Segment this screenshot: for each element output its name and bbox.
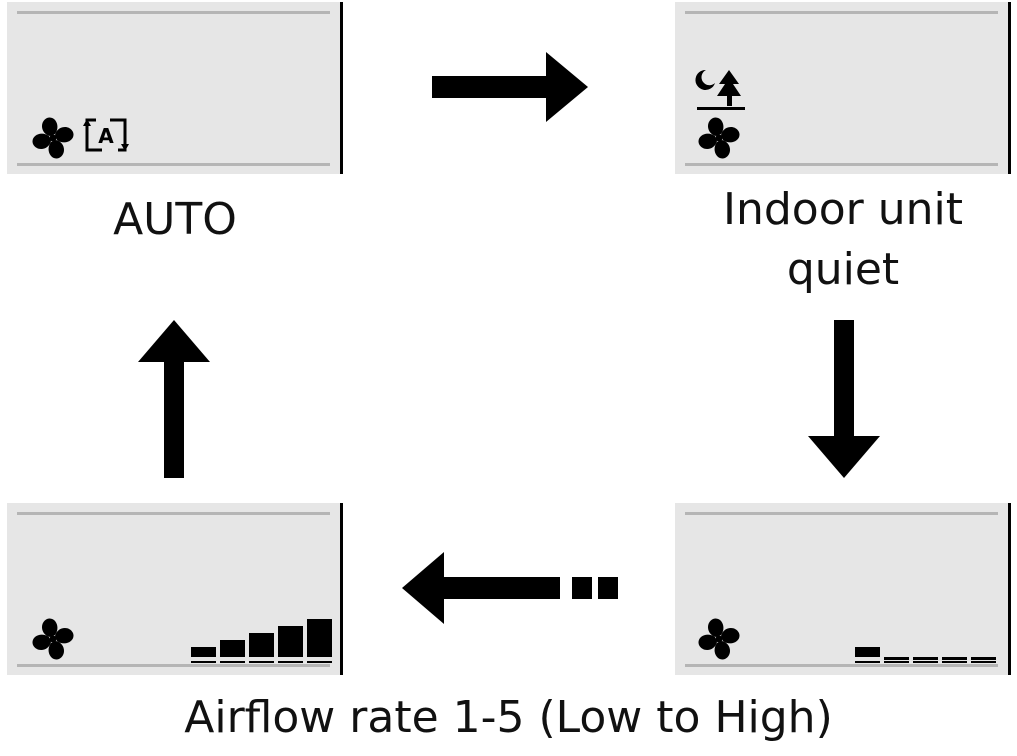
airflow-high-bar-filled — [278, 626, 303, 657]
quiet-mode-panel — [675, 2, 1011, 174]
airflow-high-bar-baseline — [220, 661, 245, 663]
panel-bottom-line — [17, 664, 330, 667]
panel-bottom-line — [17, 163, 330, 166]
airflow-low-bar-empty — [971, 657, 996, 660]
airflow-high-bar-baseline — [278, 661, 303, 663]
airflow-low-bar-empty — [942, 657, 967, 660]
panel-bottom-line — [685, 163, 998, 166]
airflow-low-bar-empty — [884, 657, 909, 660]
down-arrow-icon — [808, 320, 880, 478]
airflow-low-bar-baseline — [942, 661, 967, 663]
airflow-low-bar-filled — [855, 647, 880, 657]
auto-mode-panel: A — [7, 2, 343, 174]
left-arrow-dashed-icon — [402, 552, 618, 624]
fan-icon — [31, 116, 75, 160]
airflow-level-bars-low — [855, 647, 996, 663]
airflow-high-bar-filled — [220, 640, 245, 657]
airflow-high-bar-baseline — [249, 661, 274, 663]
panel-top-line — [17, 11, 330, 14]
panel-bottom-line — [685, 664, 998, 667]
airflow-high-bar-filled — [307, 619, 332, 657]
airflow-caption: Airflow rate 1-5 (Low to High) — [184, 692, 833, 743]
panel-top-line — [685, 11, 998, 14]
quiet-mode-label-line2: quiet — [786, 244, 900, 295]
airflow-high-bar-baseline — [307, 661, 332, 663]
airflow-high-bar-filled — [191, 647, 216, 657]
panel-top-line — [685, 512, 998, 515]
airflow-low-panel — [675, 503, 1011, 675]
panel-top-line — [17, 512, 330, 515]
fan-icon — [31, 617, 75, 661]
airflow-low-bar-baseline — [855, 661, 880, 663]
right-arrow-icon — [432, 52, 588, 122]
moon-tree-icon — [695, 69, 745, 110]
airflow-high-bar-filled — [249, 633, 274, 657]
up-arrow-icon — [138, 320, 210, 478]
fan-icon — [697, 617, 741, 661]
airflow-high-bar-baseline — [191, 661, 216, 663]
fan-icon — [697, 116, 741, 160]
quiet-mode-label-line1: Indoor unit — [723, 184, 963, 235]
airflow-high-panel — [7, 503, 343, 675]
airflow-low-bar-baseline — [884, 661, 909, 663]
airflow-low-bar-baseline — [971, 661, 996, 663]
airflow-level-bars-high — [191, 619, 332, 663]
auto-badge-letter: A — [98, 124, 114, 148]
auto-fan-badge-icon: A — [83, 116, 129, 154]
auto-mode-label: AUTO — [113, 194, 237, 245]
airflow-low-bar-baseline — [913, 661, 938, 663]
airflow-low-bar-empty — [913, 657, 938, 660]
